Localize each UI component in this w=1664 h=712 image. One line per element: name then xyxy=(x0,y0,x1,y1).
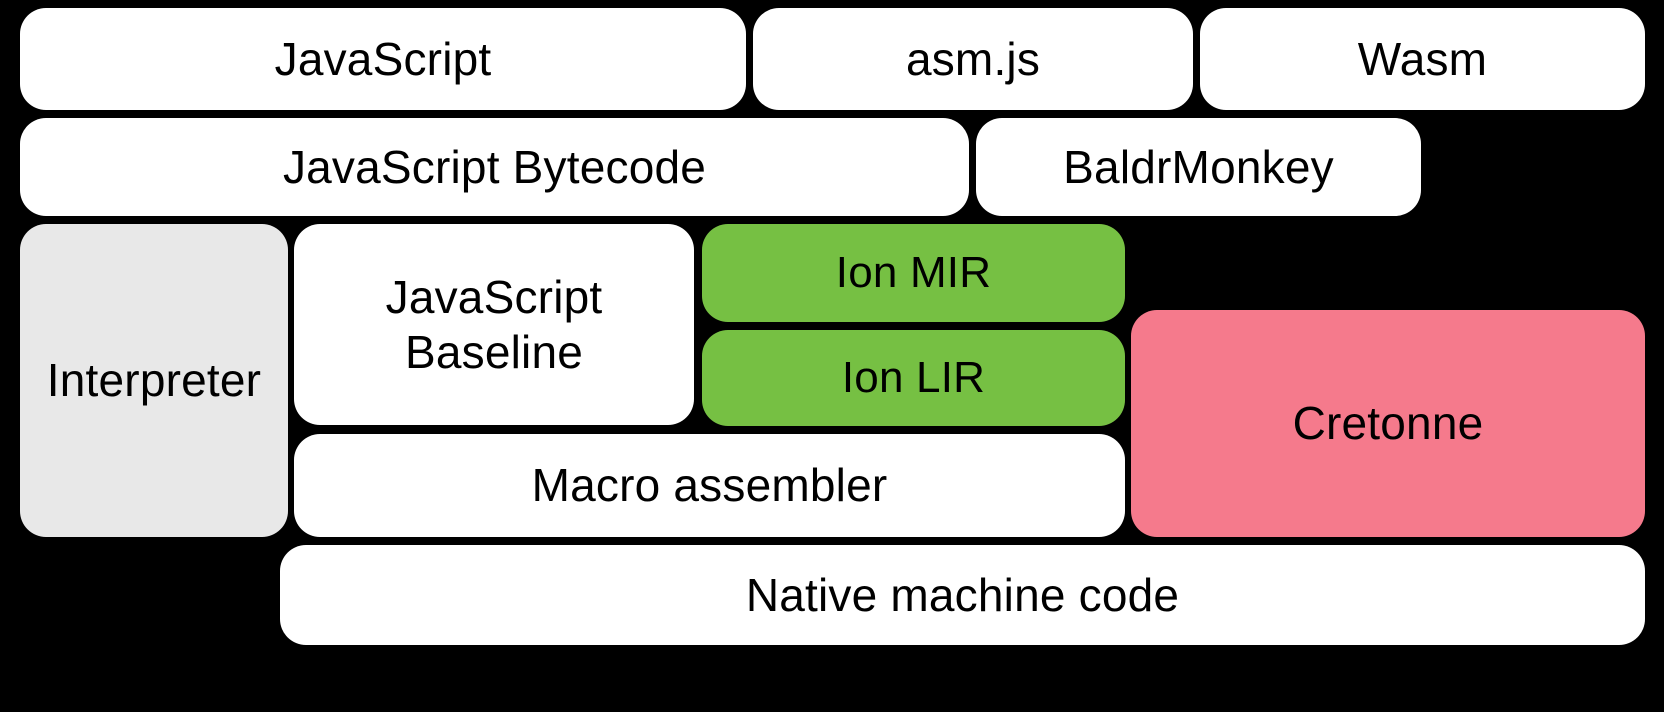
node-native-machine-code: Native machine code xyxy=(280,545,1645,645)
node-javascript-bytecode: JavaScript Bytecode xyxy=(20,118,969,216)
node-interpreter: Interpreter xyxy=(20,224,288,537)
node-baldrmonkey: BaldrMonkey xyxy=(976,118,1421,216)
node-ion-lir: Ion LIR xyxy=(702,330,1125,426)
node-macro-assembler: Macro assembler xyxy=(294,434,1125,537)
node-javascript: JavaScript xyxy=(20,8,746,110)
node-asm-js: asm.js xyxy=(753,8,1193,110)
node-javascript-baseline: JavaScript Baseline xyxy=(294,224,694,425)
node-ion-mir: Ion MIR xyxy=(702,224,1125,322)
node-cretonne: Cretonne xyxy=(1131,310,1645,537)
node-wasm: Wasm xyxy=(1200,8,1645,110)
